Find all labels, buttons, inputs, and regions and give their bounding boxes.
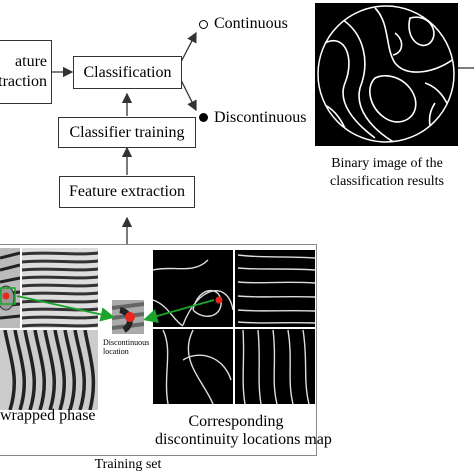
feature-extraction-box: Feature extraction — [59, 176, 195, 208]
discontinuous-location-thumbnail — [112, 300, 144, 334]
feature-extraction-label: Feature extraction — [69, 183, 185, 200]
continuous-label: Continuous — [214, 15, 288, 32]
phase-tile-2 — [21, 248, 98, 328]
discontinuity-location-maps — [153, 250, 315, 404]
result-caption-line2: classification results — [330, 174, 444, 189]
left-box-line2: xtraction — [0, 73, 47, 90]
classification-label: Classification — [83, 63, 172, 81]
binary-result-image — [315, 3, 458, 146]
arrow-to-continuous — [180, 31, 197, 63]
green-arrow-left — [16, 295, 116, 322]
classifier-training-label: Classifier training — [69, 123, 185, 141]
discontinuous-label: Discontinuous — [214, 109, 307, 126]
discontinuous-node-icon — [199, 113, 208, 122]
training-set-label: Training set — [94, 457, 162, 472]
arrow-to-discontinuous — [180, 79, 197, 112]
result-caption-line1: Binary image of the — [331, 156, 443, 171]
classification-box: Classification — [73, 56, 182, 89]
feature-extraction-left-box: ature xtraction — [0, 40, 52, 104]
continuous-node-icon — [199, 20, 208, 29]
classifier-training-box: Classifier training — [58, 117, 196, 148]
green-arrow-right — [143, 299, 215, 323]
left-box-line1: ature — [15, 53, 47, 70]
corresponding-label-line1: Corresponding — [188, 413, 284, 430]
phase-tile-3 — [0, 329, 98, 410]
discontinuous-location-line2: location — [103, 347, 129, 356]
wrapped-phase-label: wrapped phase — [0, 407, 96, 424]
corresponding-label-line2: discontinuity locations map — [155, 431, 332, 448]
discontinuous-location-line1: Discontinuous — [103, 338, 150, 347]
wrapped-phase-images — [0, 248, 98, 410]
